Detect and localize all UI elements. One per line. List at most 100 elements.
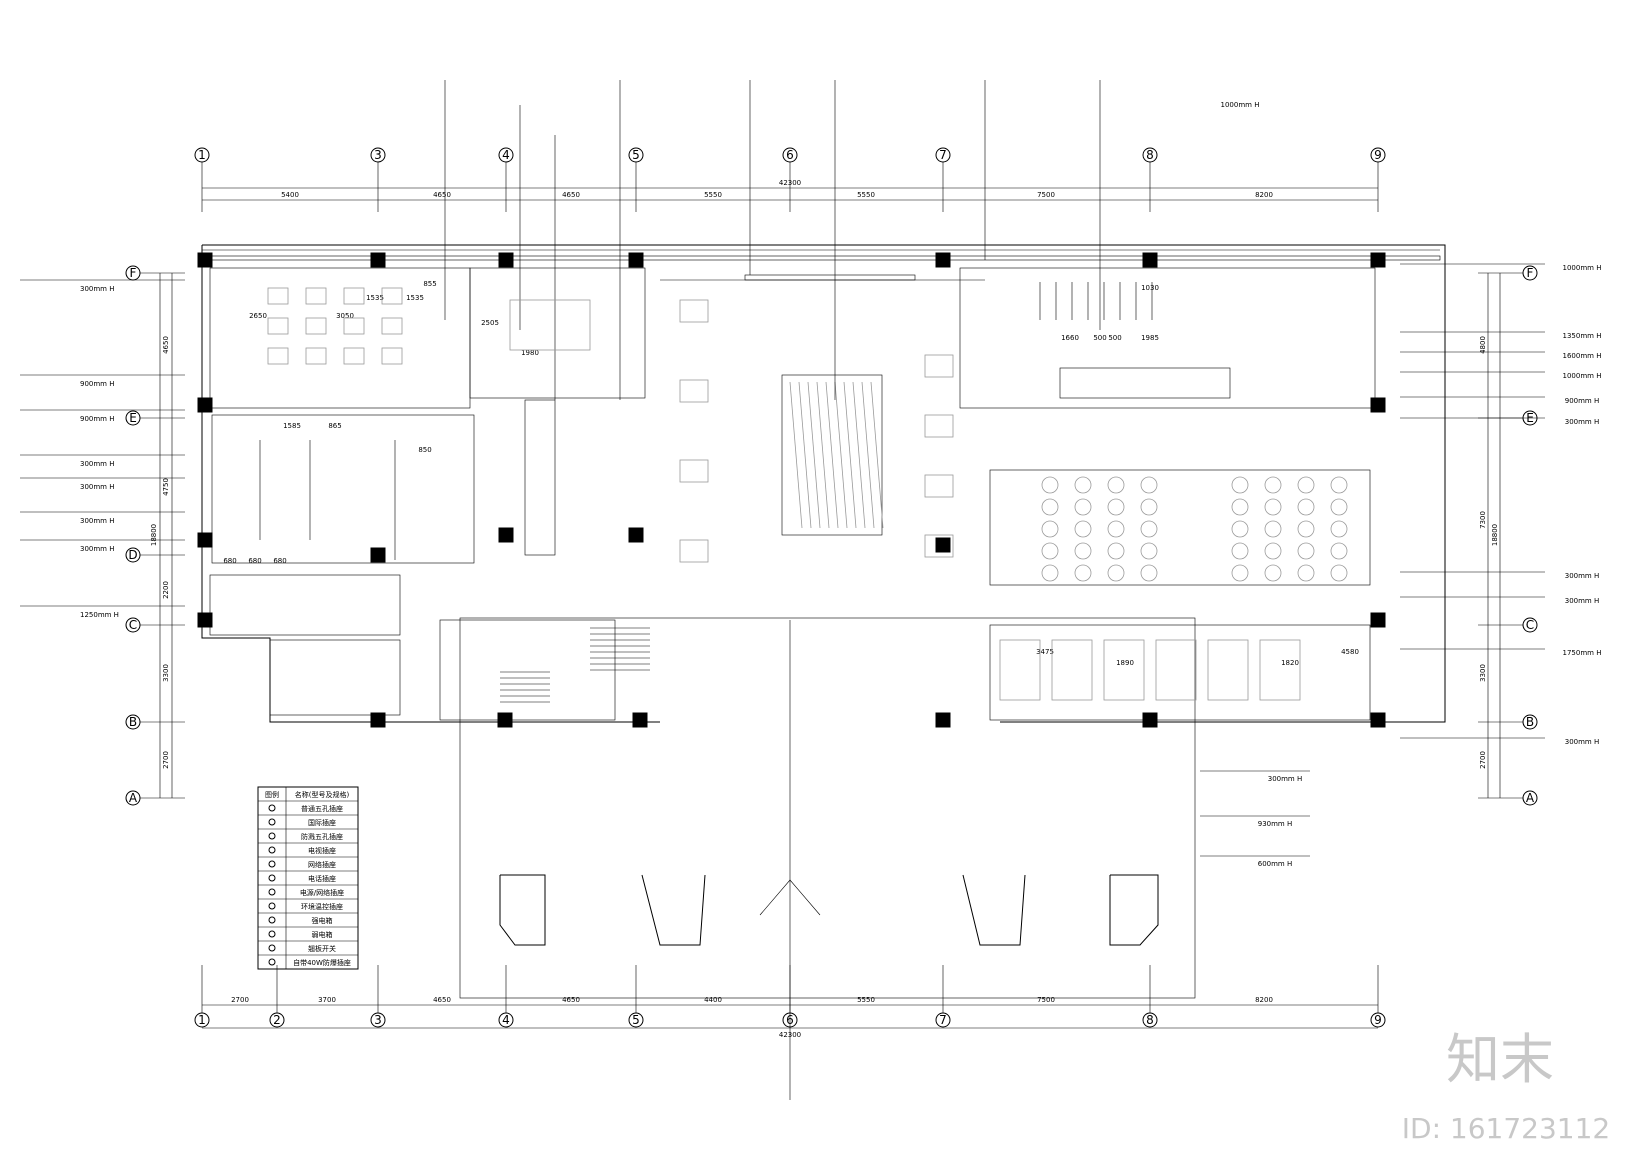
room-dimension: 1030 [1141,284,1159,292]
office-desk [381,287,403,305]
dim-left: 2700 [162,751,170,769]
legend-symbol [268,874,276,882]
legend-row-label: 网络插座 [308,860,336,869]
dim-top: 5550 [857,191,875,199]
dim-left-total: 18800 [150,524,158,546]
dim-left: 4750 [162,478,170,496]
height-note-right: 1350mm H [1563,332,1602,340]
lobby-carpet [781,374,883,536]
room-center [469,267,646,399]
planter-left [499,874,546,946]
dining-chair [1264,498,1282,516]
legend-row-label: 弱电箱 [312,930,333,939]
column [935,537,951,553]
office-desk [343,317,365,335]
sofa [924,534,954,558]
legend-symbol [268,818,276,826]
legend-symbol [268,958,276,966]
dim-bottom: 4400 [704,996,722,1004]
dining-chair [1074,564,1092,582]
dim-bottom: 3700 [318,996,336,1004]
legend-symbol [268,888,276,896]
legend-row-label: 防溅五孔插座 [301,832,343,841]
height-note-top: 1000mm H [1221,101,1260,109]
room-dimension: 4580 [1341,648,1359,656]
room-dimension: 1985 [1141,334,1159,342]
column [197,612,213,628]
column [197,252,213,268]
room-dimension: 1535 [366,294,384,302]
dim-top: 5400 [281,191,299,199]
office-room [209,267,471,409]
carpet-hatch [870,381,884,529]
office-desk [381,347,403,365]
watermark: 知末 ID: 161723112 [1402,1028,1610,1145]
legend-symbol [268,846,276,854]
dim-top: 5550 [704,191,722,199]
watermark-logo: 知末 [1446,1028,1554,1091]
dim-bottom: 2700 [231,996,249,1004]
office-desk [381,317,403,335]
room-dimension: 1660 [1061,334,1079,342]
office-desk [305,347,327,365]
roof-edge [207,255,1441,261]
column [628,527,644,543]
room-dimension: 1980 [521,349,539,357]
axis-label-right: F [1527,266,1534,280]
corridor [209,574,401,636]
column [1370,712,1386,728]
counter [1059,367,1231,399]
axis-label-left: F [130,266,137,280]
carpet-hatch [852,381,866,529]
dim-bottom: 4650 [562,996,580,1004]
axis-label-top: 4 [502,148,510,162]
legend-header-name: 名称(型号及规格) [295,790,350,799]
legend-symbol [268,832,276,840]
axis-label-right: C [1526,618,1534,632]
column [370,547,386,563]
room-dimension: 2505 [481,319,499,327]
dining-chair [1041,542,1059,560]
column [370,252,386,268]
dim-top: 7500 [1037,191,1055,199]
column [1370,612,1386,628]
legend-symbol [268,902,276,910]
watermark-id: ID: 161723112 [1402,1112,1610,1145]
dim-bottom: 8200 [1255,996,1273,1004]
axis-label-bottom: 1 [198,1013,206,1027]
axis-label-left: C [129,618,137,632]
axis-label-right: B [1526,715,1534,729]
booth-table [1103,639,1145,701]
dining-chair [1231,520,1249,538]
legend-table: 图例名称(型号及规格)普通五孔插座国际插座防溅五孔插座电视插座网络插座电话插座电… [257,786,359,970]
dining-chair [1140,498,1158,516]
booth-table [1207,639,1249,701]
dining-chair [1264,520,1282,538]
dining-hall [989,469,1371,586]
dim-left: 4650 [162,336,170,354]
bay-window-right [962,874,1026,946]
office-desk [305,317,327,335]
office-desk [343,347,365,365]
dining-chair [1297,564,1315,582]
column [1370,252,1386,268]
height-note-left: 900mm H [80,415,115,423]
dining-chair [1140,542,1158,560]
sofa [924,354,954,378]
dining-chair [1041,498,1059,516]
dining-chair [1107,498,1125,516]
building-structure [197,244,1446,999]
lounge-seat [679,539,709,563]
dim-right: 2700 [1479,751,1487,769]
room-dimension: 1585 [283,422,301,430]
axis-label-bottom: 7 [939,1013,947,1027]
dining-chair [1231,564,1249,582]
room-dimension: 500 [1108,334,1121,342]
dim-top: 8200 [1255,191,1273,199]
height-note-left: 300mm H [80,517,115,525]
legend-header-icon: 图例 [265,790,279,799]
dining-chair [1140,476,1158,494]
column [632,712,648,728]
bay-window-left [641,874,706,946]
lintel [744,274,916,281]
